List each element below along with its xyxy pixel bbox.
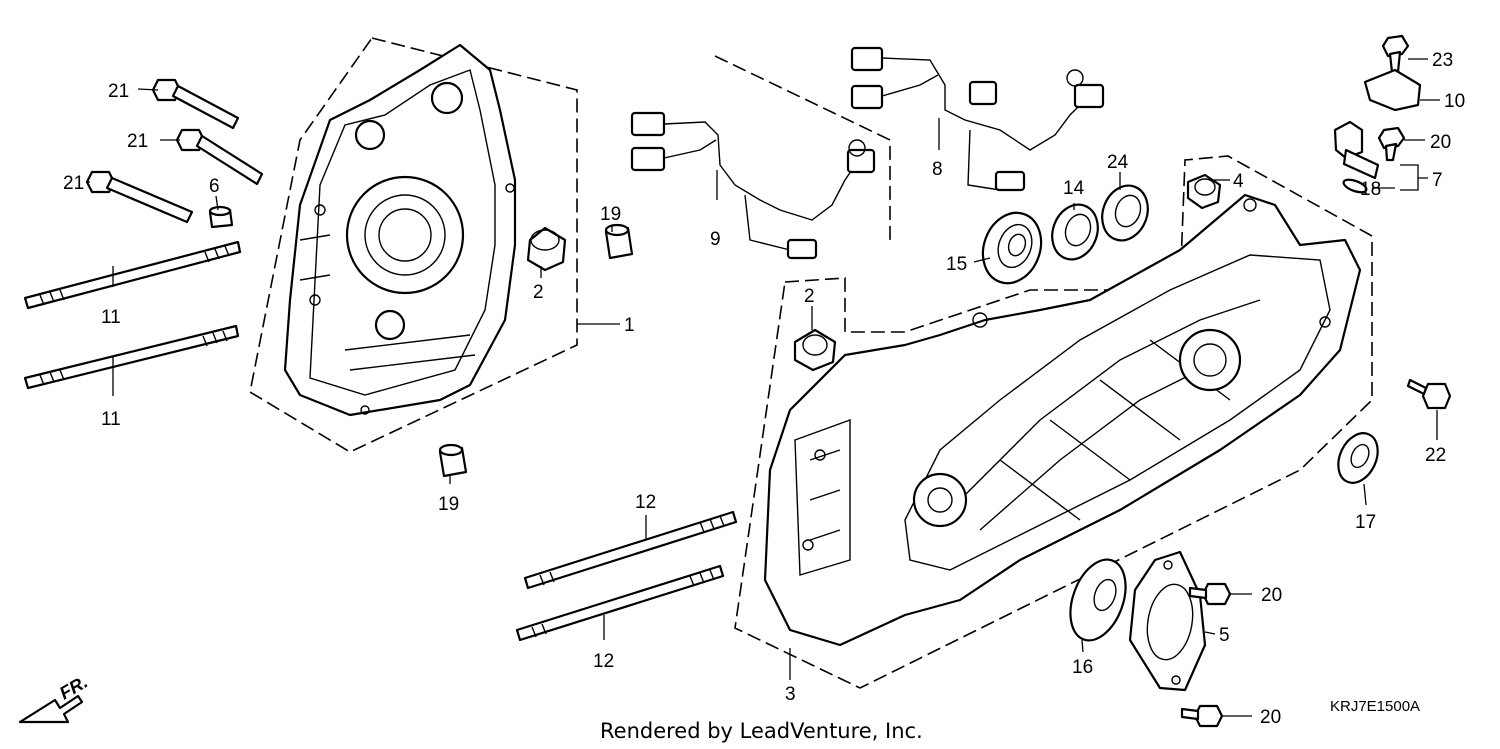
callout-18: 18 — [1360, 179, 1381, 200]
left-crankcase[interactable] — [763, 193, 1362, 647]
callout-16: 16 — [1072, 657, 1093, 678]
callout-22: 22 — [1425, 445, 1446, 466]
bearing-setting-plate-5[interactable] — [1128, 550, 1207, 692]
bolt-20-bottom[interactable] — [1180, 704, 1224, 728]
bolt-22[interactable] — [1406, 378, 1452, 410]
dowel-pin-19-upper[interactable] — [604, 223, 634, 260]
callout-2: 2 — [533, 282, 544, 303]
callout-9: 9 — [710, 229, 721, 250]
wire-harness-9[interactable] — [630, 111, 876, 260]
callout-19: 19 — [600, 204, 621, 225]
callout-23: 23 — [1432, 50, 1453, 71]
callout-7: 7 — [1432, 170, 1443, 191]
callout-21: 21 — [108, 81, 129, 102]
callout-6: 6 — [209, 176, 220, 197]
credit-text: Rendered by LeadVenture, Inc. — [600, 719, 923, 743]
callout-20: 20 — [1260, 707, 1281, 728]
callout-2: 2 — [804, 286, 815, 307]
oil-seal-17[interactable] — [1331, 427, 1386, 489]
callout-12: 12 — [635, 492, 656, 513]
callout-11: 11 — [101, 307, 121, 328]
dowel-pin-19-lower[interactable] — [438, 443, 468, 478]
bolt-23[interactable] — [1381, 34, 1410, 74]
callout-21: 21 — [127, 131, 148, 152]
stud-bolt-11-upper[interactable] — [23, 240, 242, 310]
callout-3: 3 — [785, 684, 796, 705]
collar-2-lower[interactable] — [793, 328, 837, 372]
callout-5: 5 — [1219, 625, 1230, 646]
left-crankcase-boundary — [734, 155, 1373, 689]
sensor-assembly-7[interactable] — [1333, 120, 1380, 180]
leader-lines — [88, 58, 1440, 717]
bolt-20-top[interactable] — [1377, 126, 1406, 162]
callout-1: 1 — [624, 315, 635, 336]
callout-20: 20 — [1430, 132, 1451, 153]
right-crankcase[interactable] — [283, 43, 517, 417]
callout-19: 19 — [438, 494, 459, 515]
callout-17: 17 — [1355, 512, 1376, 533]
callout-24: 24 — [1107, 152, 1129, 173]
diagram-code: KRJ7E1500A — [1330, 698, 1420, 715]
callout-15: 15 — [946, 254, 967, 275]
front-direction-arrow — [18, 694, 84, 724]
callouts: 21 21 21 6 11 11 1 2 19 19 12 12 2 3 8 9… — [63, 50, 1465, 728]
harness-9-boundary — [714, 55, 891, 240]
bolt-21-bottom[interactable] — [85, 170, 194, 224]
bearing-24[interactable] — [1095, 179, 1155, 247]
callout-21: 21 — [63, 173, 84, 194]
bolt-21-top[interactable] — [151, 78, 240, 130]
collar-4[interactable] — [1186, 173, 1222, 210]
callout-20: 20 — [1261, 585, 1282, 606]
bearing-15[interactable] — [973, 205, 1050, 292]
right-crankcase-boundary — [249, 37, 578, 453]
stud-bolt-12-lower[interactable] — [515, 564, 725, 642]
stud-bolt-11-lower[interactable] — [23, 324, 240, 390]
collar-2-upper[interactable] — [526, 226, 567, 272]
dowel-pin-6[interactable] — [208, 205, 234, 229]
callout-11: 11 — [101, 409, 121, 430]
front-direction-label: FR. — [56, 672, 91, 704]
wire-harness-8[interactable] — [850, 46, 1105, 192]
callout-10: 10 — [1444, 91, 1465, 112]
bolt-20-middle[interactable] — [1188, 582, 1232, 606]
callout-14: 14 — [1063, 178, 1085, 199]
o-ring-18[interactable] — [1342, 177, 1368, 195]
callout-12: 12 — [593, 651, 614, 672]
callout-4: 4 — [1233, 171, 1244, 192]
oil-seal-16[interactable] — [1060, 552, 1136, 648]
callout-8: 8 — [932, 159, 943, 180]
bearing-14[interactable] — [1045, 198, 1105, 266]
sensor-cover-10[interactable] — [1363, 68, 1422, 112]
stud-bolt-12-upper[interactable] — [523, 510, 738, 590]
bolt-21-middle[interactable] — [175, 128, 264, 186]
